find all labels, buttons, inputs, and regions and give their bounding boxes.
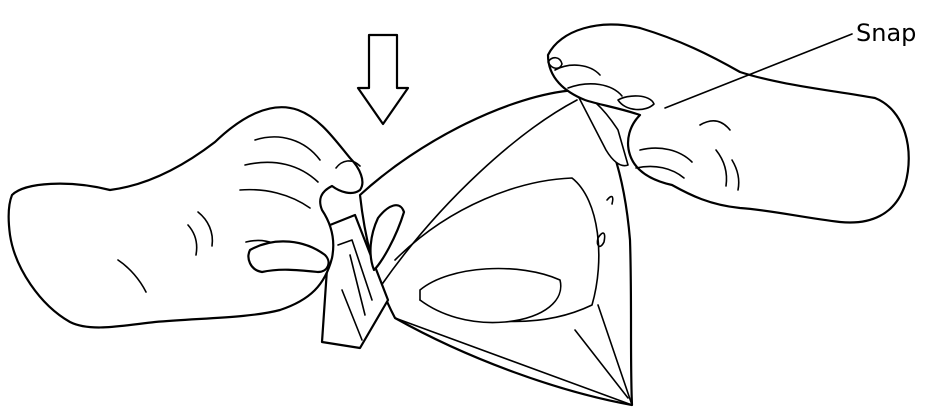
left-hand — [9, 107, 363, 327]
down-arrow-icon — [358, 35, 408, 124]
snap-callout-label: Snap — [856, 19, 916, 47]
dome-panel — [360, 90, 632, 405]
